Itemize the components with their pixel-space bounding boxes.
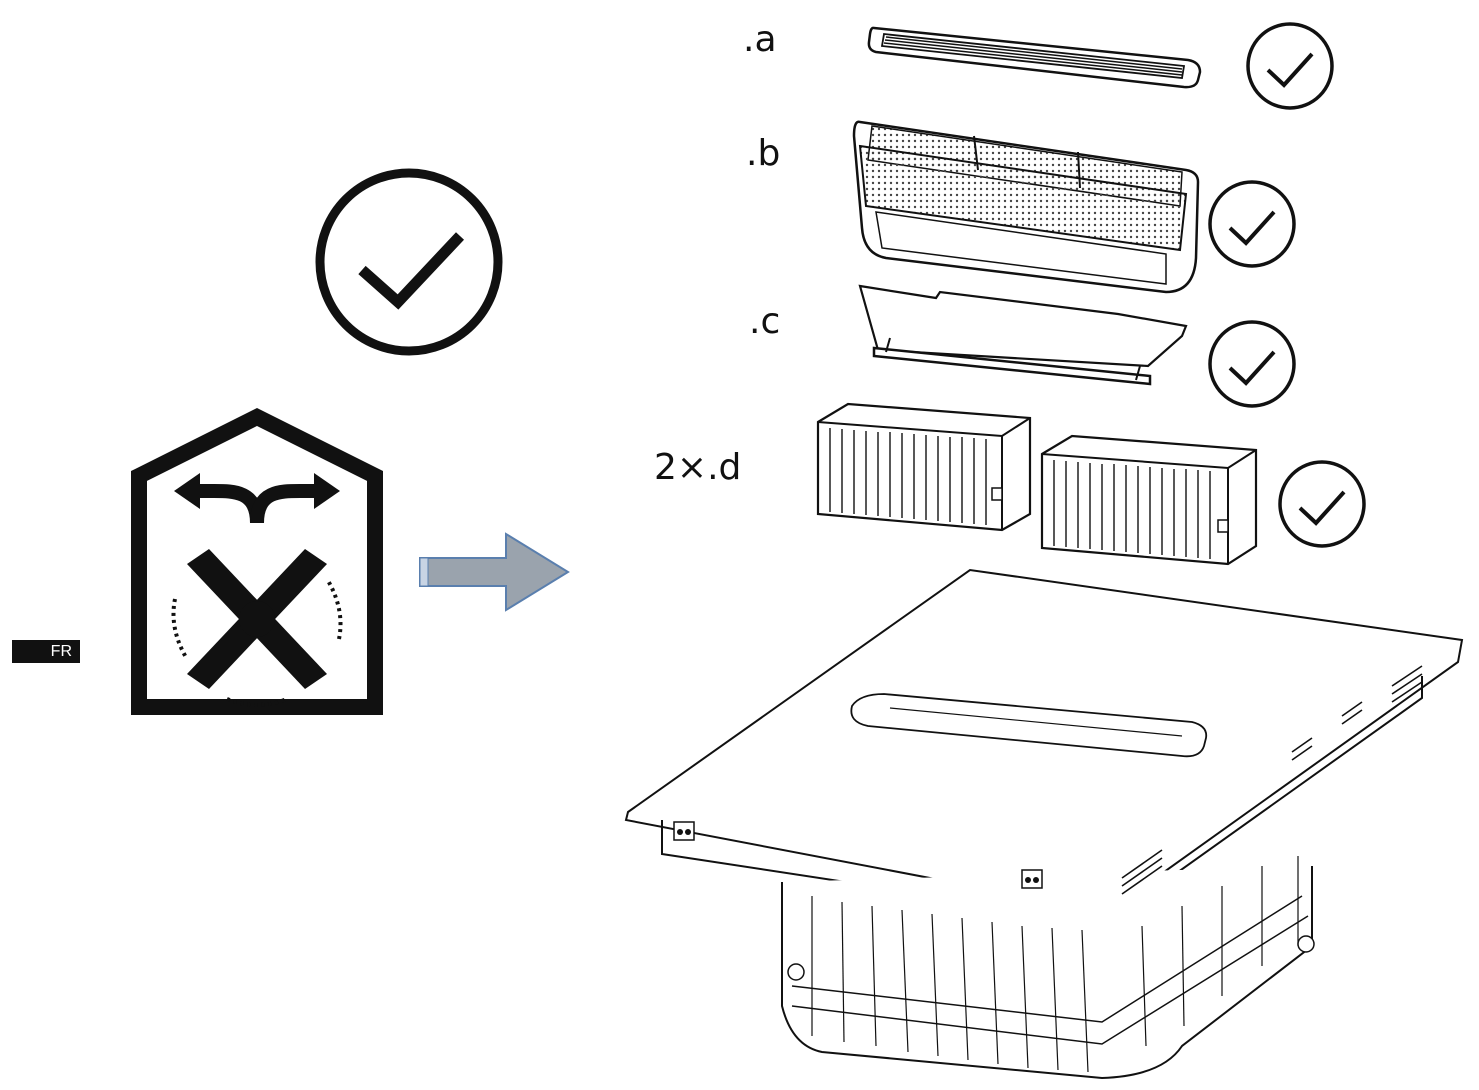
part-c-tray <box>858 284 1188 386</box>
split-arrows <box>192 484 264 524</box>
part-label-b: .b <box>746 133 781 174</box>
part-d-carbon-filter-2 <box>1040 434 1258 566</box>
check-circle-icon <box>1208 320 1296 408</box>
check-circle-icon <box>1208 180 1296 268</box>
part-label-a: .a <box>743 19 777 60</box>
part-label-c: .c <box>749 301 781 342</box>
check-circle-icon <box>1278 460 1366 548</box>
cooktop-hood-unit <box>624 568 1464 1080</box>
check-circle-icon <box>315 168 503 356</box>
recirculation-mode-icon <box>131 408 383 715</box>
part-label-d: 2×.d <box>654 447 742 488</box>
right-arrow-icon <box>419 532 570 612</box>
language-badge: FR <box>12 640 80 663</box>
check-circle-icon <box>1246 22 1334 110</box>
part-d-carbon-filter-1 <box>816 402 1032 532</box>
part-b-grease-filter <box>852 120 1200 294</box>
part-a-grille <box>867 26 1202 89</box>
crossed-fan-icon <box>171 549 343 707</box>
